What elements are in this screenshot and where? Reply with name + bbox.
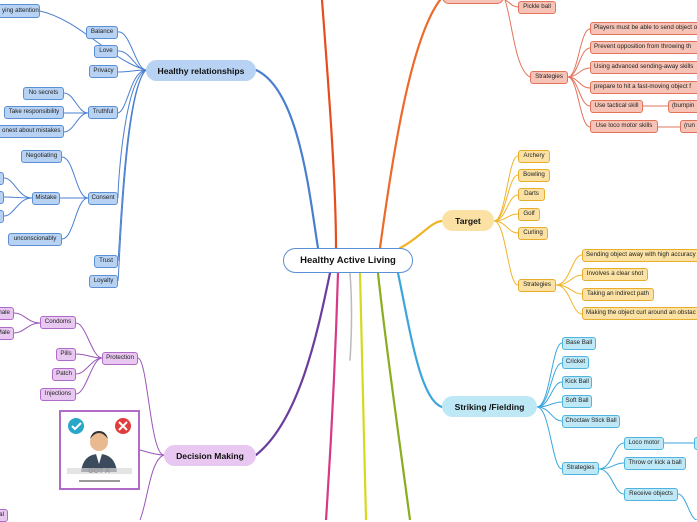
node-honest-mistakes[interactable]: onest about mistakes xyxy=(0,125,64,138)
node-pickle-ball[interactable]: Pickle ball xyxy=(518,1,556,14)
node-target-accuracy[interactable]: Sending object away with high accuracy xyxy=(582,249,697,262)
topic-top-right-partial[interactable] xyxy=(442,0,504,4)
node-target-strategies[interactable]: Strategies xyxy=(518,279,556,292)
node-paying-attention[interactable]: ying attention xyxy=(0,4,40,18)
node-truthful[interactable]: Truthful xyxy=(88,106,118,119)
node-consent[interactable]: Consent xyxy=(88,192,118,205)
branch-target xyxy=(398,219,444,250)
branch-olive xyxy=(376,271,412,520)
node-strategy-fast-object[interactable]: prepare to hit a fast-moving object f xyxy=(590,81,697,94)
node-bowling[interactable]: Bowling xyxy=(518,169,550,182)
node-mistake[interactable]: Mistake xyxy=(32,192,60,205)
node-loco-motor-child[interactable]: R xyxy=(694,437,697,450)
topic-striking-fielding[interactable]: Striking /Fielding xyxy=(442,396,537,417)
illustration-caption: GOT A xyxy=(88,468,110,475)
node-balance[interactable]: Balance xyxy=(86,26,118,39)
node-target-clear-shot[interactable]: Involves a clear shot xyxy=(582,268,648,281)
node-receive-objects[interactable]: Receive objects xyxy=(624,488,678,501)
branch-healthy-relationships xyxy=(254,68,320,250)
node-loco-motor[interactable]: Loco motor xyxy=(624,437,664,450)
node-base-ball[interactable]: Base Ball xyxy=(562,337,596,350)
node-love[interactable]: Love xyxy=(94,45,118,58)
node-condoms[interactable]: Condoms xyxy=(40,316,76,329)
decision-illustration: GOT A xyxy=(59,410,140,490)
node-strategy-send-object[interactable]: Players must be able to send object o xyxy=(590,22,697,35)
branch-orange-top xyxy=(378,0,442,250)
node-throw-kick[interactable]: Throw or kick a ball xyxy=(624,457,686,470)
node-strategy-loco-motor[interactable]: Use loco motor skills xyxy=(590,120,658,133)
node-strategy-advanced-sending[interactable]: Using advanced sending-away skills xyxy=(590,61,697,74)
node-strategy-prevent-opposition[interactable]: Prevent opposition from throwing th xyxy=(590,41,697,54)
node-target-indirect-path[interactable]: Taking an indirect path xyxy=(582,288,654,301)
node-mistake-child-1[interactable] xyxy=(0,172,4,185)
node-top-strategies[interactable]: Strategies xyxy=(530,71,568,84)
central-topic[interactable]: Healthy Active Living xyxy=(283,248,413,273)
node-mistake-child-2[interactable] xyxy=(0,191,4,204)
branch-gray xyxy=(349,272,353,361)
node-negotiating[interactable]: Negotiating xyxy=(21,150,62,163)
node-unconscionably[interactable]: unconscionably xyxy=(8,233,62,246)
node-patch[interactable]: Patch xyxy=(52,368,76,381)
node-privacy[interactable]: Privacy xyxy=(89,65,118,78)
node-curling[interactable]: Curling xyxy=(518,227,548,240)
node-striking-strategies[interactable]: Strategies xyxy=(562,462,599,475)
node-choctaw-stick-ball[interactable]: Choctaw Stick Ball xyxy=(562,415,620,428)
node-archery[interactable]: Archery xyxy=(518,150,550,163)
node-darts[interactable]: Darts xyxy=(518,188,545,201)
node-injections[interactable]: Injections xyxy=(40,388,76,401)
node-female[interactable]: male xyxy=(0,307,14,320)
node-loyalty[interactable]: Loyalty xyxy=(89,275,118,288)
node-golf[interactable]: Golf xyxy=(518,208,540,221)
node-tactical-child[interactable]: (bumpin xyxy=(668,100,697,113)
branch-striking xyxy=(396,271,444,409)
topic-target[interactable]: Target xyxy=(442,210,494,231)
node-strategy-tactical-skill[interactable]: Use tactical skill xyxy=(590,100,643,113)
node-protection[interactable]: Protection xyxy=(102,352,138,365)
topic-healthy-relationships[interactable]: Healthy relationships xyxy=(146,60,256,81)
node-take-responsibility[interactable]: Take responsibility xyxy=(4,106,64,119)
branch-red-top xyxy=(320,0,338,250)
node-kick-ball[interactable]: Kick Ball xyxy=(562,376,592,389)
topic-decision-making[interactable]: Decision Making xyxy=(164,445,256,466)
node-mistake-child-3[interactable] xyxy=(0,210,4,223)
node-target-curl[interactable]: Making the object curl around an obstac xyxy=(582,307,697,320)
node-pills[interactable]: Pills xyxy=(56,348,76,361)
branch-decision-making xyxy=(254,271,332,457)
check-icon xyxy=(68,418,84,434)
node-partial-bottom[interactable]: al xyxy=(0,509,8,522)
branch-pink xyxy=(324,271,340,520)
node-loco-child[interactable]: (run xyxy=(680,120,697,133)
branch-yellow-green xyxy=(358,271,368,520)
person-head-icon xyxy=(90,433,108,451)
node-no-secrets[interactable]: No secrets xyxy=(23,87,64,100)
node-male[interactable]: Male xyxy=(0,327,14,340)
node-cricket[interactable]: Cricket xyxy=(562,356,589,369)
node-trust[interactable]: Trust xyxy=(94,255,118,268)
node-soft-ball[interactable]: Soft Ball xyxy=(562,395,592,408)
